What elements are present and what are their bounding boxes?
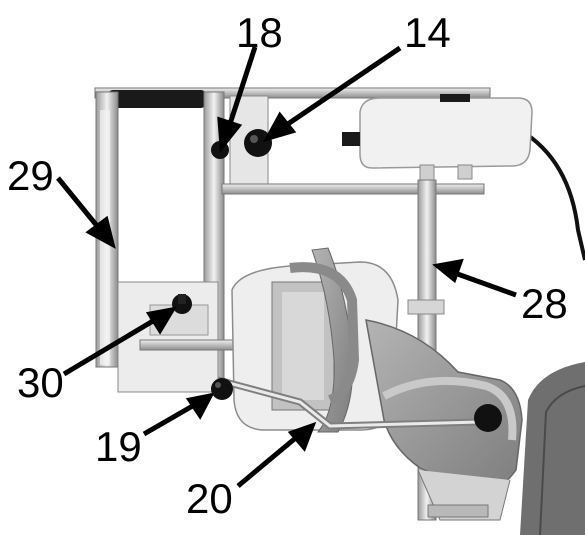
callout-30: 30: [17, 359, 64, 406]
callout-14: 14: [404, 9, 451, 56]
callout-29: 29: [7, 152, 54, 199]
callout-20: 20: [186, 475, 233, 522]
handle-grip: [108, 90, 206, 108]
lower-bracket: [117, 281, 219, 393]
knob-lower-leg: [474, 404, 502, 432]
callout-19: 19: [95, 423, 142, 470]
horizontal-arm: [221, 183, 485, 195]
callout-arrows: [56, 45, 517, 488]
power-cable: [518, 128, 585, 261]
callout-18: 18: [236, 9, 283, 56]
callout-28: 28: [521, 280, 568, 327]
knob-19: [211, 378, 233, 400]
top-rail: [94, 87, 491, 99]
motor-housing: [359, 97, 533, 169]
seat-backrest: [520, 362, 585, 535]
lower-leg-pad: [365, 319, 523, 493]
knob-14: [244, 129, 272, 157]
